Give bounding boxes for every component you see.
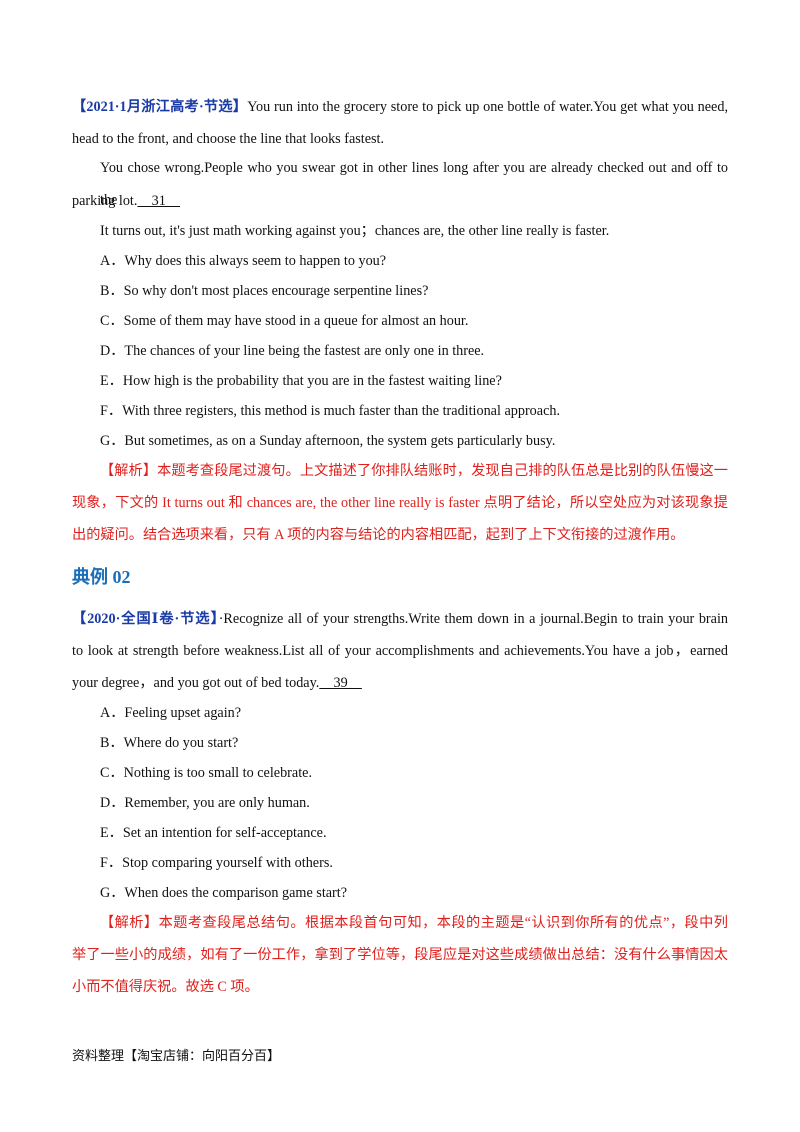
example-02-heading: 典例 02 (72, 567, 131, 587)
q1-paragraph-2-line-2: parking lot. 31 (72, 185, 728, 217)
q1-analysis-line-2: 现象，下文的 It turns out 和 chances are, the o… (72, 495, 728, 511)
q1-option-d: D．The chances of your line being the fas… (100, 343, 485, 359)
q1-option-c: C．Some of them may have stood in a queue… (100, 313, 469, 329)
q2-paragraph-1-line-2: to look at strength before weakness.List… (72, 643, 728, 659)
q1-p2-text: parking lot. (72, 193, 138, 209)
q1-option-g: G．But sometimes, as on a Sunday afternoo… (100, 433, 556, 449)
q1-option-a: A．Why does this always seem to happen to… (100, 253, 387, 269)
q1-option-f: F．With three registers, this method is m… (100, 403, 561, 419)
q2-option-d: D．Remember, you are only human. (100, 795, 310, 811)
page-footer: 资料整理【淘宝店铺：向阳百分百】 (72, 1048, 281, 1063)
q1-option-b: B．So why don't most places encourage ser… (100, 283, 429, 299)
q2-analysis-line-1: 【解析】本题考查段尾总结句。根据本段首句可知，本段的主题是“认识到你所有的优点”… (100, 915, 728, 931)
q2-option-a: A．Feeling upset again? (100, 705, 242, 721)
q1-source-tag: 【2021·1月浙江高考·节选】 (72, 99, 248, 115)
q1-paragraph-1-line-2: head to the front, and choose the line t… (72, 131, 385, 147)
q1-blank-31: 31 (137, 193, 180, 209)
q1-paragraph-2-line-1: You chose wrong.People who you swear got… (100, 160, 728, 208)
q2-option-f: F．Stop comparing yourself with others. (100, 855, 333, 871)
q2-option-g: G．When does the comparison game start? (100, 885, 348, 901)
q1-option-e: E．How high is the probability that you a… (100, 373, 502, 389)
q2-option-b: B．Where do you start? (100, 735, 239, 751)
q1-p1-text: You run into the grocery store to pick u… (247, 99, 728, 115)
q2-p1-text: ·Recognize all of your strengths.Write t… (218, 611, 728, 627)
q1-paragraph-1-line-1: 【2021·1月浙江高考·节选】You run into the grocery… (72, 91, 728, 123)
q1-paragraph-3: It turns out, it's just math working aga… (100, 223, 610, 239)
q2-analysis-line-3: 小而不值得庆祝。故选 C 项。 (72, 979, 259, 995)
q1-analysis-line-3: 出的疑问。结合选项来看，只有 A 项的内容与结论的内容相匹配，起到了上下文衔接的… (72, 527, 685, 543)
q2-paragraph-1-line-1: 【2020·全国Ⅰ卷·节选】·Recognize all of your str… (72, 603, 728, 635)
q2-p1-line3-text: your degree，and you got out of bed today… (72, 675, 320, 691)
q1-analysis-line-1: 【解析】本题考查段尾过渡句。上文描述了你排队结账时，发现自己排的队伍总是比别的队… (100, 463, 728, 479)
q2-paragraph-1-line-3: your degree，and you got out of bed today… (72, 667, 728, 699)
q2-option-c: C．Nothing is too small to celebrate. (100, 765, 312, 781)
q2-option-e: E．Set an intention for self-acceptance. (100, 825, 327, 841)
q2-blank-39: 39 (319, 675, 362, 691)
q2-source-tag: 【2020·全国Ⅰ卷·节选】 (72, 611, 219, 627)
q2-analysis-line-2: 举了一些小的成绩，如有了一份工作，拿到了学位等，段尾应是对这些成绩做出总结：没有… (72, 947, 728, 963)
